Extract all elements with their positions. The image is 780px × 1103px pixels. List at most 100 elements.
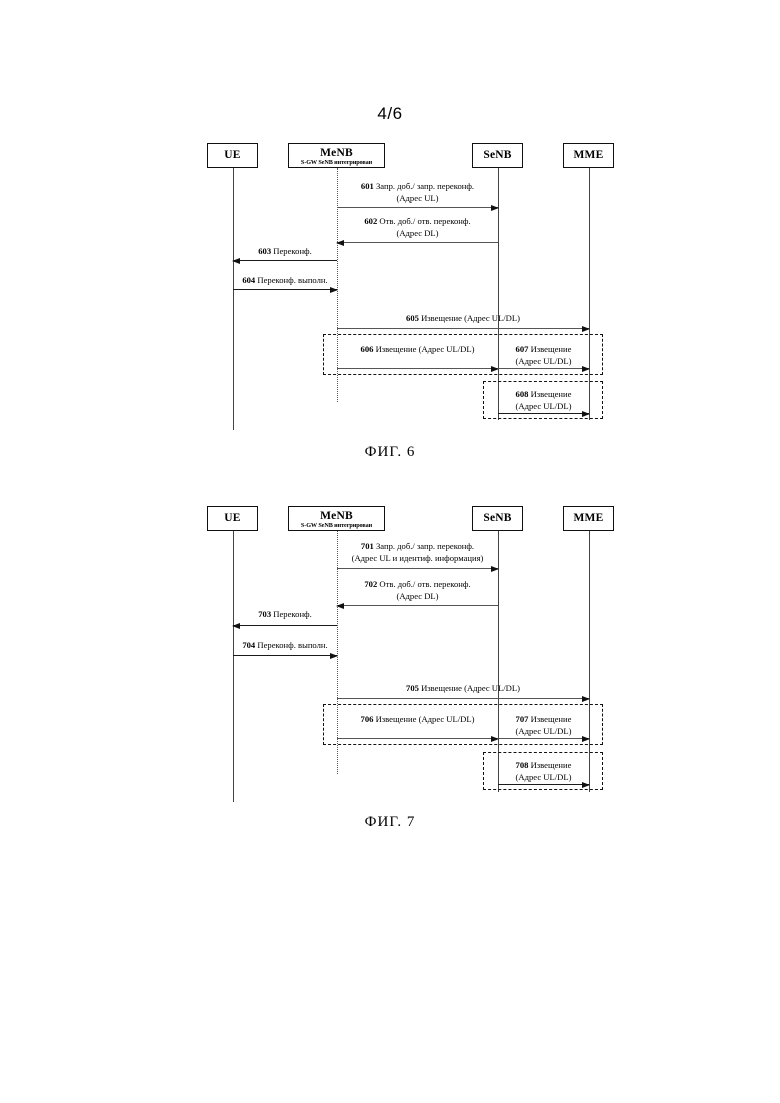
message-text-605: Извещение (Адрес UL/DL) [421, 313, 520, 323]
message-arrow-707 [498, 735, 590, 742]
lifeline-mme-2 [589, 531, 590, 792]
actor-title-menb: MeNB [320, 147, 353, 159]
message-number-705: 705 [406, 683, 419, 693]
lifeline-menb [337, 168, 338, 402]
message-arrow-706 [337, 735, 499, 742]
actor-subtitle-menb-2: S-GW SeNB интегрирован [300, 522, 373, 530]
actor-box-menb: MeNB S-GW SeNB интегрирован [288, 143, 385, 168]
actor-box-ue: UE [207, 143, 258, 168]
actor-title-mme-2: MME [573, 512, 604, 524]
actor-title-mme: MME [573, 149, 604, 161]
actor-title-senb-2: SeNB [483, 512, 512, 524]
dashed-group-box-708 [483, 752, 603, 790]
actor-box-senb-2: SeNB [472, 506, 523, 531]
message-arrow-606 [337, 365, 499, 372]
actor-box-mme: MME [563, 143, 614, 168]
message-text-702: Отв. доб./ отв. переконф. [379, 579, 471, 589]
page-number: 4/6 [377, 104, 403, 123]
dashed-group-box-606-607 [323, 334, 603, 375]
message-text-601: Запр. доб./ запр. переконф. [375, 181, 475, 191]
message-number-701: 701 [360, 541, 374, 551]
message-label-601: 601 Запр. доб./ запр. переконф. (Адрес U… [337, 181, 498, 204]
message-text2-702: (Адрес DL) [396, 590, 439, 601]
actor-box-senb: SeNB [472, 143, 523, 168]
dashed-group-box-706-707 [323, 704, 603, 745]
message-text2-602: (Адрес DL) [396, 227, 439, 238]
message-label-607: 607 Извещение (Адрес UL/DL) [498, 344, 589, 367]
message-text2-708: (Адрес UL/DL) [515, 771, 572, 782]
actor-title-ue-2: UE [224, 512, 241, 524]
message-text-706: Извещение (Адрес UL/DL) [375, 714, 475, 724]
message-label-602: 602 Отв. доб./ отв. переконф. (Адрес DL) [337, 216, 498, 239]
actor-box-mme-2: MME [563, 506, 614, 531]
message-arrow-705 [337, 695, 590, 702]
message-text-604: Переконф. выполн. [257, 275, 328, 285]
message-label-603: 603 Переконф. [233, 246, 337, 258]
message-label-703: 703 Переконф. [233, 609, 337, 621]
message-text-606: Извещение (Адрес UL/DL) [375, 344, 475, 354]
message-arrow-602 [336, 239, 498, 246]
message-text2-608: (Адрес UL/DL) [515, 400, 572, 411]
figure-caption-6: ФИГ. 6 [364, 444, 416, 460]
message-arrow-608 [498, 410, 590, 417]
lifeline-senb [498, 168, 499, 420]
message-text-705: Извещение (Адрес UL/DL) [421, 683, 520, 693]
message-label-604: 604 Переконф. выполн. [229, 275, 341, 287]
message-label-705: 705 Извещение (Адрес UL/DL) [337, 683, 589, 695]
message-label-707: 707 Извещение (Адрес UL/DL) [498, 714, 589, 737]
actor-box-menb-2: MeNB S-GW SeNB интегрирован [288, 506, 385, 531]
message-number-607: 607 [515, 344, 529, 354]
actor-subtitle-menb: S-GW SeNB интегрирован [300, 159, 373, 167]
message-label-605: 605 Извещение (Адрес UL/DL) [337, 313, 589, 325]
message-number-707: 707 [515, 714, 529, 724]
message-arrow-604 [233, 286, 338, 293]
actor-title-menb-2: MeNB [320, 510, 353, 522]
message-arrow-603 [232, 257, 337, 264]
message-label-702: 702 Отв. доб./ отв. переконф. (Адрес DL) [337, 579, 498, 602]
message-number-606: 606 [360, 344, 374, 354]
message-text2-701: (Адрес UL и идентиф. информация) [351, 552, 484, 563]
message-arrow-701 [337, 565, 499, 572]
message-number-708: 708 [515, 760, 529, 770]
message-text-708: Извещение [530, 760, 572, 770]
lifeline-senb-2 [498, 531, 499, 792]
message-arrow-601 [337, 204, 499, 211]
dashed-group-box-608 [483, 381, 603, 419]
message-text-603: Переконф. [273, 246, 312, 256]
message-number-605: 605 [406, 313, 419, 323]
message-number-603: 603 [258, 246, 272, 256]
message-number-704: 704 [242, 640, 256, 650]
message-arrow-703 [232, 622, 337, 629]
message-number-702: 702 [364, 579, 378, 589]
message-text-707: Извещение [530, 714, 572, 724]
message-text-701: Запр. доб./ запр. переконф. [375, 541, 475, 551]
actor-title-senb: SeNB [483, 149, 512, 161]
message-label-708: 708 Извещение (Адрес UL/DL) [498, 760, 589, 783]
message-label-608: 608 Извещение (Адрес UL/DL) [498, 389, 589, 412]
message-number-602: 602 [364, 216, 378, 226]
message-text-703: Переконф. [273, 609, 312, 619]
message-text-608: Извещение [530, 389, 572, 399]
message-label-701: 701 Запр. доб./ запр. переконф. (Адрес U… [331, 541, 504, 564]
figure-caption-7: ФИГ. 7 [364, 814, 416, 830]
message-number-608: 608 [515, 389, 529, 399]
lifeline-ue-2 [233, 531, 234, 802]
message-text2-707: (Адрес UL/DL) [515, 725, 572, 736]
actor-box-ue-2: UE [207, 506, 258, 531]
message-arrow-708 [498, 781, 590, 788]
message-label-704: 704 Переконф. выполн. [229, 640, 341, 652]
message-text2-607: (Адрес UL/DL) [515, 355, 572, 366]
message-text2-601: (Адрес UL) [396, 192, 439, 203]
lifeline-mme [589, 168, 590, 420]
message-arrow-607 [498, 365, 590, 372]
lifeline-ue [233, 168, 234, 430]
actor-title-ue: UE [224, 149, 241, 161]
message-arrow-704 [233, 652, 338, 659]
message-text-704: Переконф. выполн. [257, 640, 328, 650]
message-arrow-702 [336, 602, 498, 609]
message-number-601: 601 [360, 181, 374, 191]
message-label-706: 706 Извещение (Адрес UL/DL) [337, 714, 498, 726]
message-number-703: 703 [258, 609, 272, 619]
message-arrow-605 [337, 325, 590, 332]
message-number-604: 604 [242, 275, 256, 285]
